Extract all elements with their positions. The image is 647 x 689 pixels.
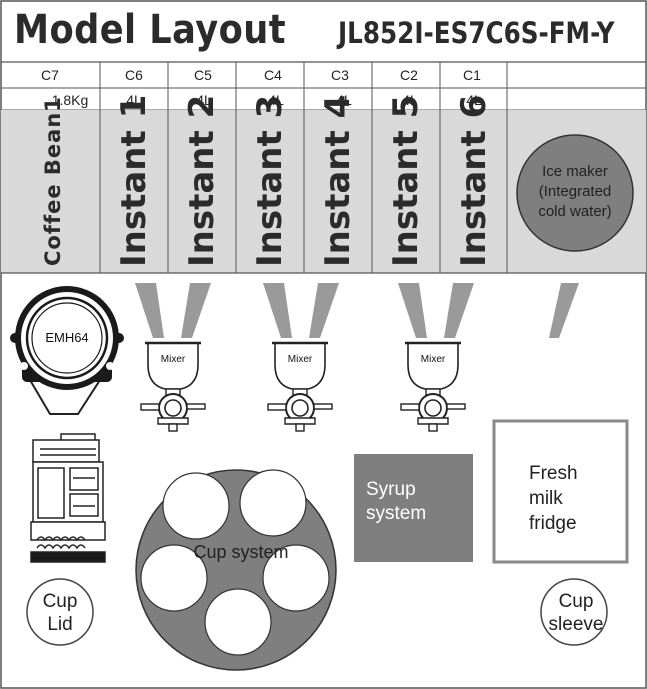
canister-capacity-c1: 4L — [466, 92, 482, 108]
canister-code-c1: C1 — [463, 67, 481, 83]
canister-capacity-c6: 4L — [126, 92, 142, 108]
cup-slot-3 — [262, 544, 330, 612]
canister-capacity-c4: 4L — [268, 92, 284, 108]
canister-label-instant-5: Instant 5 — [386, 94, 426, 267]
cup-system-label: Cup system — [193, 542, 289, 562]
mixer-label-1: Mixer — [160, 354, 186, 365]
mixer-unit-1 — [140, 341, 206, 432]
cup-slot-5 — [140, 544, 208, 612]
canister-code-c7: C7 — [41, 67, 59, 83]
cup-lid-dispenser-icon — [30, 433, 106, 563]
fridge-line-1: Fresh — [529, 463, 578, 484]
cup-slot-4 — [204, 588, 272, 656]
canister-code-c6: C6 — [125, 67, 143, 83]
page-title: Model Layout — [14, 7, 287, 53]
mixer-unit-3 — [400, 341, 466, 432]
syrup-system-box — [354, 454, 473, 562]
milk-fridge-label: Fresh milk fridge — [529, 461, 619, 536]
canister-label-instant-4: Instant 4 — [318, 94, 358, 267]
mixer-unit-2 — [267, 341, 333, 432]
canister-capacity-c7: 1.8Kg — [51, 92, 89, 108]
syrup-line-1: Syrup — [366, 479, 416, 500]
cup-lid-line-2: Lid — [47, 614, 73, 635]
syrup-line-2: system — [366, 503, 427, 524]
cup-lid-line-1: Cup — [42, 591, 78, 612]
chutes — [135, 283, 579, 338]
canister-label-instant-6: Instant 6 — [454, 94, 494, 267]
chute-instant-3 — [263, 283, 292, 338]
canister-label-coffee-bean-1: Coffee Bean1 — [41, 96, 65, 266]
canister-label-instant-2: Instant 2 — [182, 94, 222, 267]
cup-sleeve-line-2: sleeve — [548, 614, 604, 635]
ice-maker-line-2: (Integrated — [538, 183, 612, 200]
ice-maker-icon — [516, 134, 634, 252]
chute-instant-6 — [444, 283, 474, 338]
chute-instant-5 — [398, 283, 427, 338]
cup-sleeve-line-1: Cup — [558, 591, 594, 612]
canister-dividers — [99, 62, 508, 273]
mixer-label-2: Mixer — [287, 354, 313, 365]
cup-slot-2 — [239, 469, 307, 537]
canister-code-c3: C3 — [331, 67, 349, 83]
cup-sleeve-circle — [540, 578, 608, 646]
canister-label-instant-3: Instant 3 — [250, 94, 290, 267]
grinder-label: EMH64 — [45, 330, 89, 345]
cup-system-icon — [135, 469, 337, 671]
mixer-label-3: Mixer — [420, 354, 446, 365]
cup-sleeve-label: Cup sleeve — [536, 590, 616, 636]
ice-maker-line-3: cold water) — [538, 203, 612, 220]
syrup-system-label: Syrup system — [366, 478, 466, 526]
cup-lid-circle — [26, 578, 94, 646]
grinder-icon — [10, 286, 124, 415]
chute-instant-4 — [309, 283, 339, 338]
ice-maker-label: Ice maker (Integrated cold water) — [517, 162, 633, 222]
model-number: JL852I-ES7C6S-FM-Y — [338, 16, 615, 50]
canister-code-c4: C4 — [264, 67, 282, 83]
chute-instant-2 — [181, 283, 211, 338]
canister-code-c5: C5 — [194, 67, 212, 83]
ice-maker-line-1: Ice maker — [542, 163, 608, 180]
cup-lid-label: Cup Lid — [30, 590, 90, 636]
milk-fridge-box — [492, 419, 629, 564]
fridge-line-3: fridge — [529, 513, 577, 534]
canister-capacity-c3: 4L — [336, 92, 352, 108]
canister-label-instant-1: Instant 1 — [114, 94, 154, 267]
chute-ice-maker — [549, 283, 579, 338]
chute-instant-1 — [135, 283, 164, 338]
canister-capacity-c2: 4L — [402, 92, 418, 108]
cup-slot-1 — [162, 472, 230, 540]
fridge-line-2: milk — [529, 488, 563, 509]
canister-capacity-c5: 4L — [196, 92, 212, 108]
canister-code-c2: C2 — [400, 67, 418, 83]
